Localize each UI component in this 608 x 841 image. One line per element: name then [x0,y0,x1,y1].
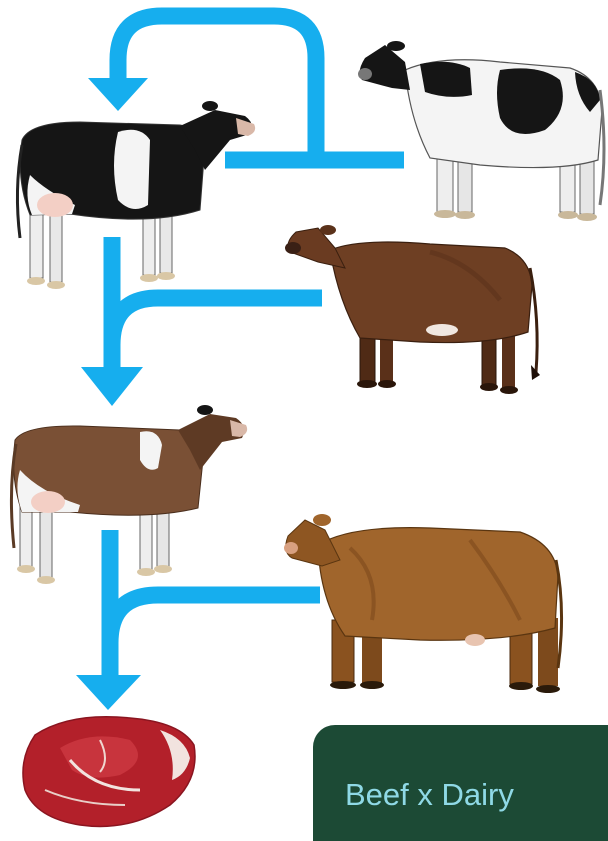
holstein-bull-icon [358,41,604,221]
steak-icon [23,717,195,827]
red-dairy-bull-icon [285,225,540,394]
label-panel: Beef x Dairy [313,725,608,841]
beef-bull-icon [284,514,562,693]
crossbred-cow-icon [11,405,247,584]
arrow-head-bottom [76,675,141,710]
diagram-title: Beef x Dairy [345,777,514,813]
holstein-cow-icon [17,101,255,289]
arrow-head-top [88,78,148,111]
arrow-head-middle [81,367,143,406]
